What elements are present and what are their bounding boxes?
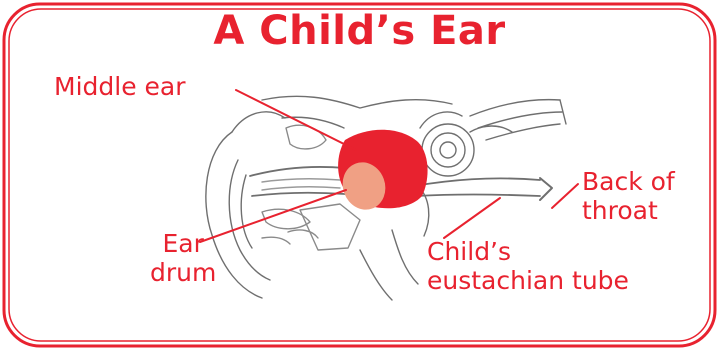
leader-middle-ear [236,90,356,150]
label-middle-ear-text: Middle ear [54,72,186,101]
vestibule [470,126,512,132]
label-eustachian-tube-line2: eustachian tube [427,266,629,295]
ear-canal-top [250,167,345,176]
label-middle-ear: Middle ear [54,72,186,101]
leader-eustachian-tube [444,198,500,238]
skull-base [300,204,360,250]
label-ear-drum-line2: drum [150,258,216,287]
lower-structure-2 [392,230,418,284]
label-ear-drum-line1: Ear [150,229,216,258]
tube-opening [540,178,552,200]
ear-canal-shading-2 [262,187,340,190]
cochlea-inner [440,142,456,158]
leader-back-of-throat [552,184,578,208]
label-eustachian-tube-line1: Child’s [427,237,629,266]
cochlea-middle [431,133,465,167]
eustachian-tube-top [414,178,540,186]
diagram-title: A Child’s Ear [0,8,719,54]
label-back-of-throat-line2: throat [582,196,675,225]
label-back-of-throat: Back of throat [582,167,675,225]
skin-surface-top [262,96,452,108]
ear-canal-shading [262,179,340,182]
bone-line-1 [288,230,318,238]
label-ear-drum: Ear drum [150,229,216,287]
label-eustachian-tube: Child’s eustachian tube [427,237,629,295]
cochlea-outer [422,124,474,176]
bone-line-2 [262,237,290,244]
lower-structure-3 [360,250,392,300]
pinna-top [232,112,285,132]
eustachian-tube-bottom [416,195,540,197]
label-back-of-throat-line1: Back of [582,167,675,196]
pinna-concha [241,175,252,248]
bone-cluster-1 [286,125,326,149]
leader-ear-drum [200,190,346,242]
nerve-top [470,100,560,116]
